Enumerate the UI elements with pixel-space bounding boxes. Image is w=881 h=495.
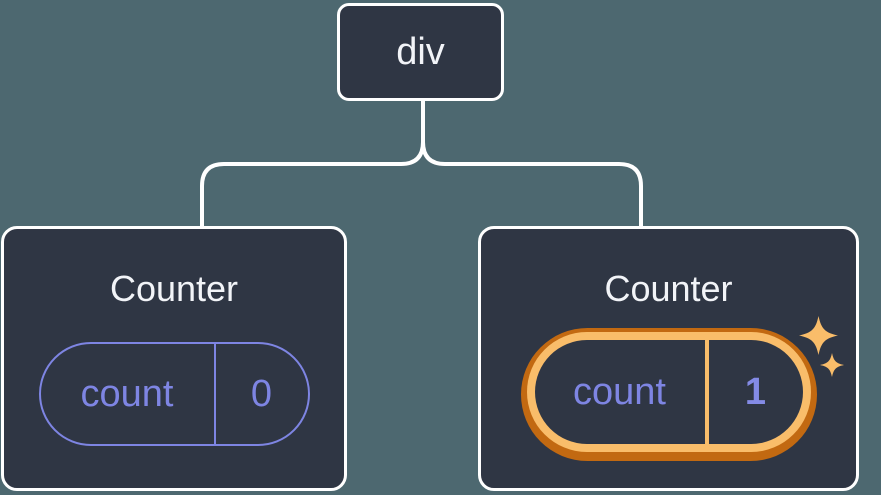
- state-pill-highlighted: count 1: [534, 340, 803, 444]
- state-value-label: 0: [250, 372, 273, 415]
- root-node-label: div: [396, 30, 445, 73]
- state-name-label: count: [41, 344, 216, 444]
- state-highlight-ring-outer: count 1: [520, 328, 817, 461]
- component-title: Counter: [109, 268, 239, 309]
- counter-node-left: Counter count 0: [1, 226, 347, 491]
- state-pill: count 0: [38, 342, 310, 446]
- counter-node-right: Counter count 1: [478, 226, 859, 491]
- connector-branch-left: [200, 140, 425, 229]
- tree-root-node: div: [337, 3, 504, 101]
- state-highlight-ring-inner: count 1: [526, 332, 811, 452]
- state-value-label: 1: [744, 370, 767, 413]
- connector-branch-right: [421, 140, 643, 229]
- state-name-label: count: [535, 340, 709, 444]
- component-title: Counter: [604, 268, 733, 309]
